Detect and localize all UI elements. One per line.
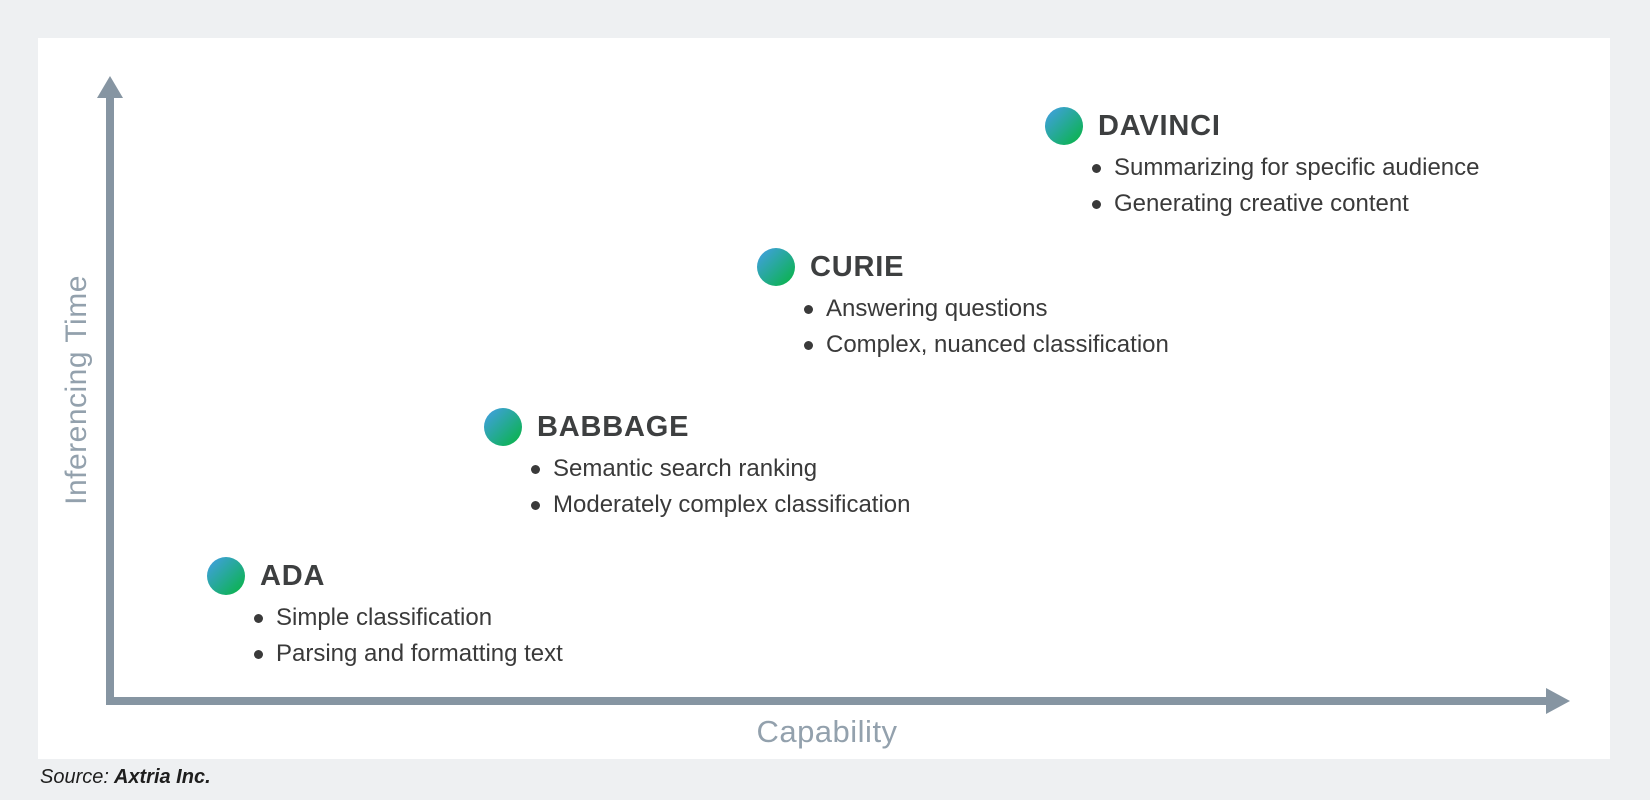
model-header: DAVINCI [1045, 107, 1480, 145]
bullet-item: Moderately complex classification [531, 487, 910, 523]
bullet-text: Moderately complex classification [553, 491, 911, 518]
y-axis-arrow-icon [97, 76, 123, 98]
model-group-babbage: BABBAGE Semantic search ranking Moderate… [484, 408, 910, 523]
model-title: DAVINCI [1098, 109, 1221, 142]
model-group-davinci: DAVINCI Summarizing for specific audienc… [1045, 107, 1480, 222]
model-group-ada: ADA Simple classification Parsing and fo… [207, 557, 563, 672]
model-title: CURIE [810, 250, 905, 283]
bullet-text: Simple classification [276, 604, 493, 631]
bullet-icon [254, 649, 263, 659]
bullet-icon [804, 304, 813, 314]
bullet-item: Generating creative content [1092, 186, 1480, 222]
bullet-item: Complex, nuanced classification [804, 327, 1169, 363]
x-axis-arrow-icon [1546, 688, 1570, 714]
bullet-icon [1092, 199, 1101, 209]
model-bullet-list: Semantic search ranking Moderately compl… [531, 451, 910, 523]
x-axis-label: Capability [756, 714, 898, 749]
y-axis-label: Inferencing Time [60, 275, 93, 505]
bullet-text: Summarizing for specific audience [1114, 154, 1480, 181]
bullet-item: Simple classification [254, 600, 563, 636]
model-dot-icon [1045, 107, 1083, 145]
bullet-text: Answering questions [826, 295, 1048, 322]
model-bullet-list: Summarizing for specific audience Genera… [1092, 150, 1480, 222]
bullet-icon [531, 464, 540, 474]
model-dot-icon [757, 248, 795, 286]
model-title: ADA [260, 559, 326, 592]
chart-panel: Inferencing Time Capability ADA Simple c… [38, 38, 1610, 759]
bullet-item: Summarizing for specific audience [1092, 150, 1480, 186]
model-dot-icon [207, 557, 245, 595]
source-name: Axtria Inc. [113, 766, 211, 788]
bullet-text: Parsing and formatting text [276, 640, 563, 667]
model-bullet-list: Answering questions Complex, nuanced cla… [804, 291, 1169, 363]
bullet-item: Answering questions [804, 291, 1169, 327]
bullet-text: Semantic search ranking [553, 455, 818, 482]
bullet-text: Generating creative content [1114, 190, 1409, 217]
bullet-text: Complex, nuanced classification [826, 331, 1169, 358]
bullet-item: Parsing and formatting text [254, 636, 563, 672]
model-header: BABBAGE [484, 408, 910, 446]
bullet-item: Semantic search ranking [531, 451, 910, 487]
model-header: ADA [207, 557, 563, 595]
bullet-icon [1092, 163, 1101, 173]
source-caption: Source:Axtria Inc. [40, 766, 211, 789]
model-group-curie: CURIE Answering questions Complex, nuanc… [757, 248, 1169, 363]
bullet-icon [804, 340, 813, 350]
source-prefix: Source: [40, 766, 109, 788]
bullet-icon [254, 613, 263, 623]
bullet-icon [531, 500, 540, 510]
model-bullet-list: Simple classification Parsing and format… [254, 600, 563, 672]
model-title: BABBAGE [537, 410, 690, 443]
x-axis-line [106, 697, 1548, 705]
model-header: CURIE [757, 248, 1169, 286]
y-axis-line [106, 94, 114, 705]
model-dot-icon [484, 408, 522, 446]
